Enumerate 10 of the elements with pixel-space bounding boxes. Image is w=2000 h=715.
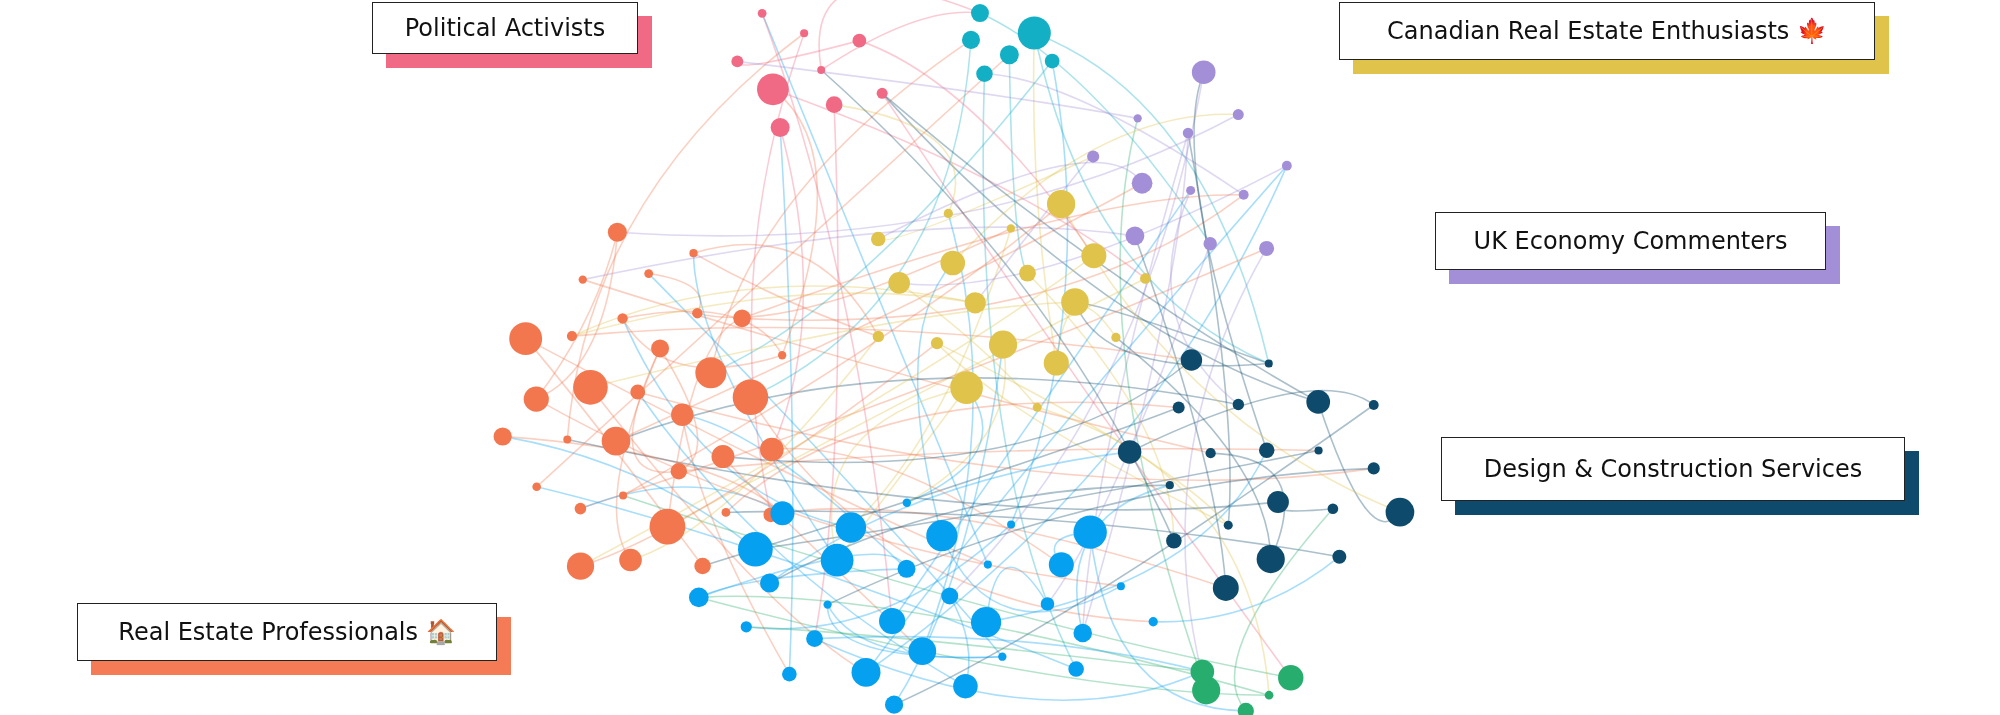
community-label-box	[1441, 437, 1919, 515]
community-label: UK Economy Commenters	[1473, 227, 1788, 255]
community-label: Political Activists	[404, 14, 606, 42]
community-label: Canadian Real Estate Enthusiasts 🍁	[1387, 17, 1827, 45]
community-label-box	[77, 603, 511, 675]
community-label-box	[1435, 212, 1840, 284]
community-label: Design & Construction Services	[1483, 455, 1863, 483]
community-label: Real Estate Professionals 🏠	[118, 618, 456, 646]
community-label-box	[372, 2, 652, 68]
community-label-box	[1339, 2, 1889, 74]
